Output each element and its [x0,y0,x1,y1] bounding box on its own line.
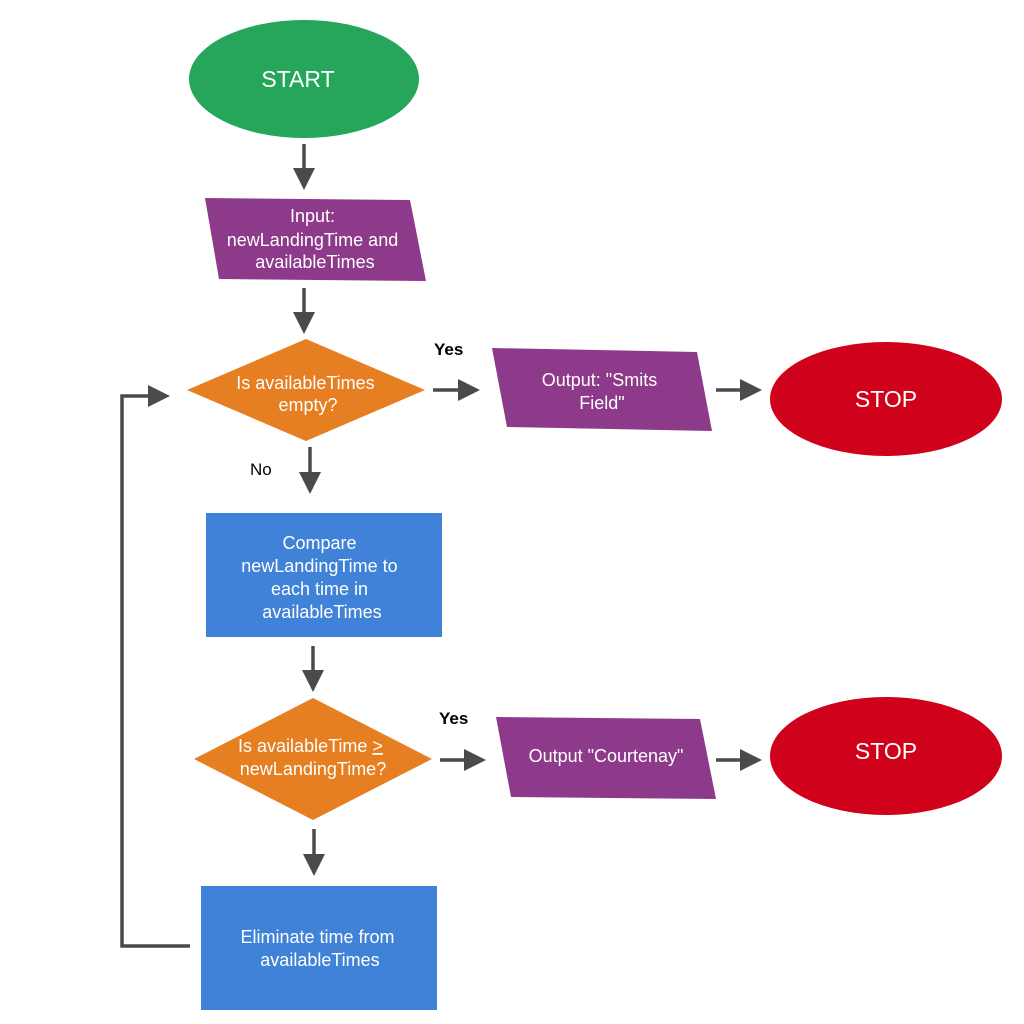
eliminate-label: Eliminate time from availableTimes [240,927,399,970]
compare-line-4: availableTimes [262,602,381,622]
decision-empty-node: Is availableTimes empty? [187,339,425,441]
output-smits-line-1: Output: "Smits [542,370,657,390]
output-courtenay-node: Output "Courtenay" [496,717,716,799]
output-smits-line-2: Field" [579,393,624,413]
stop-ellipse-2 [770,697,1002,815]
decision-empty-diamond [187,339,425,441]
stop-ellipse-1 [770,342,1002,456]
output-courtenay-label: Output "Courtenay" [529,746,684,766]
output-courtenay-parallelogram [496,717,716,799]
output-smits-label: Output: "Smits Field" [542,370,662,413]
decision-ge-diamond [194,698,432,820]
decision-ge-ge-symbol: > [372,736,383,756]
stop-terminal-2: STOP [770,697,1002,815]
decision-empty-label: Is availableTimes empty? [236,373,379,415]
compare-line-2: newLandingTime to [241,556,397,576]
decision-ge-node: Is availableTime > newLandingTime? [194,698,432,820]
output-smits-node: Output: "Smits Field" [492,348,712,431]
eliminate-line-2: availableTimes [260,950,379,970]
input-line-2: newLandingTime and [227,230,398,250]
edge-label-empty-no: No [250,460,272,479]
loop-back-connector [120,385,190,948]
decision-ge-label: Is availableTime > newLandingTime? [238,736,388,779]
decision-ge-line-1-prefix: Is availableTime [238,736,372,756]
input-node: Input: newLandingTime and availableTimes [205,198,426,281]
compare-line-3: each time in [271,579,368,599]
compare-rect [206,513,442,637]
input-label: Input: newLandingTime and availableTimes [227,206,403,272]
compare-process-node: Compare newLandingTime to each time in a… [206,513,442,637]
eliminate-process-node: Eliminate time from availableTimes [201,886,437,1010]
stop-terminal-1: STOP [770,342,1002,456]
start-label: START [261,66,334,92]
output-smits-parallelogram [492,348,712,431]
stop-label-1: STOP [855,386,917,412]
decision-ge-line-2: newLandingTime? [240,759,386,779]
stop-label-2: STOP [855,738,917,764]
input-line-1: Input: [290,206,335,226]
start-terminal: START [189,20,419,138]
decision-empty-line-2: empty? [278,395,337,415]
compare-line-1: Compare [282,533,356,553]
edge-label-ge-yes: Yes [439,709,468,728]
eliminate-line-1: Eliminate time from [240,927,394,947]
input-line-3: availableTimes [255,252,374,272]
eliminate-rect [201,886,437,1010]
start-ellipse [189,20,419,138]
input-parallelogram [205,198,426,281]
decision-ge-line-1: Is availableTime > [238,736,383,756]
decision-empty-line-1: Is availableTimes [236,373,374,393]
compare-label: Compare newLandingTime to each time in a… [241,533,402,622]
connectors [120,144,762,948]
edge-label-empty-yes: Yes [434,340,463,359]
